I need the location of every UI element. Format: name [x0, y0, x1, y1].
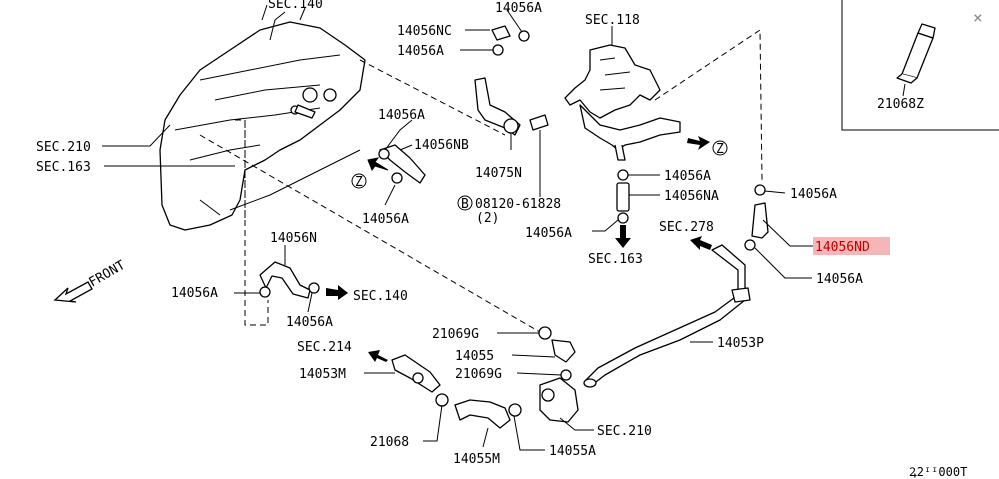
bolt-marker: B — [461, 197, 469, 212]
label-14056a-6: 14056A — [525, 226, 572, 241]
label-sec278: SEC.278 — [659, 220, 714, 235]
label-14056nd[interactable]: 14056ND — [815, 240, 870, 255]
label-14056nc: 14056NC — [397, 24, 452, 39]
thermostat-housing-drawing — [564, 44, 681, 161]
water-pump-drawing — [539, 377, 579, 423]
label-sec163-left: SEC.163 — [36, 160, 91, 175]
arrow-to-z-left — [367, 157, 389, 172]
label-14056a-right2: 14056A — [816, 272, 863, 287]
label-14075n: 14075N — [475, 166, 522, 181]
sealant-tube-icon — [896, 23, 936, 97]
label-21068: 21068 — [370, 435, 409, 450]
hose-14056nd-drawing — [744, 184, 769, 251]
label-sec214: SEC.214 — [297, 340, 352, 355]
label-14056na: 14056NA — [664, 189, 719, 204]
hose-14055-drawing — [538, 326, 576, 381]
label-14056nb: 14056NB — [414, 138, 469, 153]
label-14056a-4: 14056A — [362, 212, 409, 227]
z-marker-left: Z — [355, 175, 363, 190]
z-markers: Z Z — [351, 140, 728, 190]
label-bolt-spec: 08120-61828 — [475, 197, 561, 212]
arrow-to-z-right — [687, 136, 710, 150]
label-14056a-7: 14056A — [286, 315, 333, 330]
hose-14056na-drawing — [616, 169, 630, 224]
label-sec140-top: SEC.140 — [268, 0, 323, 12]
label-14056a-2: 14056A — [397, 44, 444, 59]
label-sec163-bottom: SEC.163 — [588, 252, 643, 267]
label-sec210-left: SEC.210 — [36, 140, 91, 155]
hose-14075n-drawing — [474, 25, 549, 136]
leader-lines — [102, 4, 813, 451]
arrow-sec278 — [690, 236, 712, 250]
front-arrow-icon — [53, 281, 93, 303]
label-sec118: SEC.118 — [585, 13, 640, 28]
label-14056n: 14056N — [270, 231, 317, 246]
hose-14055m-drawing — [454, 399, 522, 429]
direction-arrows — [53, 136, 712, 362]
label-14055m: 14055M — [453, 452, 500, 467]
label-21069g-2: 21069G — [455, 367, 502, 382]
label-14056a-right: 14056A — [790, 187, 837, 202]
label-bolt-qty: (2) — [476, 211, 499, 226]
hose-14056n-drawing — [259, 261, 320, 299]
reference-lines — [199, 29, 763, 336]
hose-14053m-drawing — [391, 354, 449, 407]
close-button[interactable]: × — [973, 8, 983, 27]
engine-block-drawing — [159, 7, 366, 231]
label-sec210-bottom: SEC.210 — [597, 424, 652, 439]
inset-panel: 21068Z × — [841, 0, 999, 131]
label-14055: 14055 — [455, 349, 494, 364]
label-14056a-left: 14056A — [171, 286, 218, 301]
highlight-box — [813, 237, 890, 255]
label-21069g-1: 21069G — [432, 327, 479, 342]
label-14056a-5: 14056A — [664, 169, 711, 184]
label-14056a-3: 14056A — [378, 108, 425, 123]
label-front: FRONT — [87, 258, 129, 291]
label-14053p: 14053P — [717, 336, 764, 351]
callout-labels: SEC.140 14056A 14056NC 14056A SEC.118 SE… — [36, 0, 967, 479]
inset-part-label: 21068Z — [877, 97, 924, 112]
arrow-sec163 — [615, 225, 631, 248]
hose-14056nb-drawing — [378, 144, 426, 184]
footer-code: Ꝝ2ᴵᴵ000T — [909, 465, 967, 479]
label-sec140-mid: SEC.140 — [353, 289, 408, 304]
label-14055a: 14055A — [549, 444, 596, 459]
label-14053m: 14053M — [299, 367, 346, 382]
z-marker-right: Z — [716, 142, 724, 157]
arrow-sec140 — [326, 285, 348, 300]
arrow-sec214 — [368, 350, 388, 362]
label-14056a-top: 14056A — [495, 1, 542, 16]
pipe-14053p-drawing — [583, 244, 751, 388]
